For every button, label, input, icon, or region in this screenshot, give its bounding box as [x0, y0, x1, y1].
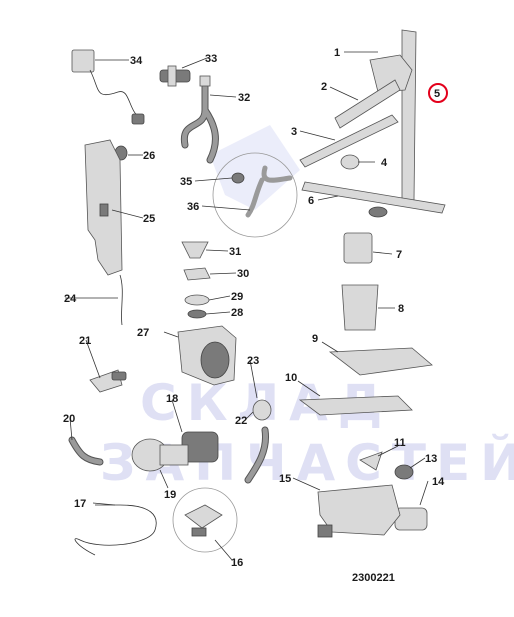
label-8[interactable]: 8 — [398, 303, 404, 315]
label-22[interactable]: 22 — [235, 415, 247, 427]
part-20-hose[interactable] — [68, 436, 104, 466]
part-14-drain-pump[interactable] — [394, 507, 428, 531]
label-18[interactable]: 18 — [166, 393, 178, 405]
label-13[interactable]: 13 — [425, 453, 437, 465]
part-30-seal[interactable] — [183, 267, 211, 281]
callout-labels: 1 2 3 4 5 6 7 8 9 10 11 13 14 15 16 17 1… — [63, 47, 448, 569]
part-27-softener[interactable] — [177, 325, 237, 386]
label-21[interactable]: 21 — [79, 335, 91, 347]
label-16[interactable]: 16 — [231, 557, 243, 569]
label-14[interactable]: 14 — [432, 476, 445, 488]
part-3-upper-spray-arm[interactable] — [299, 114, 399, 168]
part-28-ring[interactable] — [187, 309, 207, 319]
part-11-clip[interactable] — [359, 451, 383, 471]
part-29-ring[interactable] — [184, 294, 210, 306]
part-22-hose[interactable] — [244, 426, 270, 484]
label-32[interactable]: 32 — [238, 92, 250, 104]
label-5[interactable]: 5 — [434, 88, 440, 100]
part-6-lower-spray-arm[interactable] — [301, 181, 446, 218]
part-18-19-pump[interactable] — [131, 431, 219, 472]
highlight-circle-5 — [428, 83, 448, 103]
diagram-code: 2300221 — [352, 572, 395, 584]
label-34[interactable]: 34 — [130, 55, 143, 67]
label-9[interactable]: 9 — [312, 333, 318, 345]
part-25-panel[interactable] — [84, 139, 123, 276]
part-1-2-arm-support[interactable] — [334, 29, 417, 206]
watermark: СКЛАД ЗАПЧАСТЕЙ — [100, 125, 514, 492]
part-21-bracket[interactable] — [89, 369, 127, 393]
label-10[interactable]: 10 — [285, 372, 297, 384]
label-1[interactable]: 1 — [334, 47, 340, 59]
part-31-funnel[interactable] — [181, 241, 209, 259]
label-33[interactable]: 33 — [205, 53, 217, 65]
label-36[interactable]: 36 — [187, 201, 199, 213]
label-35[interactable]: 35 — [180, 176, 192, 188]
part-23-cap[interactable] — [252, 399, 272, 421]
label-24[interactable]: 24 — [64, 293, 77, 305]
part-24-wire[interactable] — [119, 274, 123, 326]
part-34-cable[interactable] — [71, 49, 145, 125]
label-3[interactable]: 3 — [291, 126, 297, 138]
part-10-micro-filter[interactable] — [298, 395, 413, 416]
label-2[interactable]: 2 — [321, 81, 327, 93]
part-8-filter-basket[interactable] — [341, 284, 379, 331]
part-13-sensor[interactable] — [394, 464, 414, 480]
part-32-hose[interactable] — [180, 75, 219, 164]
label-17[interactable]: 17 — [74, 498, 86, 510]
label-15[interactable]: 15 — [279, 473, 291, 485]
part-17-hose[interactable] — [74, 504, 157, 556]
leader-lines — [65, 51, 429, 561]
part-35-36-detail[interactable] — [212, 152, 298, 238]
part-15-sump[interactable] — [317, 484, 401, 538]
label-20[interactable]: 20 — [63, 413, 75, 425]
label-30[interactable]: 30 — [237, 268, 249, 280]
label-11[interactable]: 11 — [394, 437, 406, 449]
label-27[interactable]: 27 — [137, 327, 149, 339]
part-9-filter-plate[interactable] — [328, 347, 433, 376]
label-25[interactable]: 25 — [143, 213, 155, 225]
part-16-detail[interactable] — [172, 487, 238, 553]
part-7-filter[interactable] — [343, 232, 373, 264]
label-31[interactable]: 31 — [229, 246, 241, 258]
label-23[interactable]: 23 — [247, 355, 259, 367]
label-29[interactable]: 29 — [231, 291, 243, 303]
label-28[interactable]: 28 — [231, 307, 243, 319]
part-4-nut[interactable] — [340, 154, 360, 170]
label-19[interactable]: 19 — [164, 489, 176, 501]
label-26[interactable]: 26 — [143, 150, 155, 162]
label-4[interactable]: 4 — [381, 157, 388, 169]
part-33-clip[interactable] — [159, 65, 191, 87]
label-7[interactable]: 7 — [396, 249, 402, 261]
label-6[interactable]: 6 — [308, 195, 314, 207]
